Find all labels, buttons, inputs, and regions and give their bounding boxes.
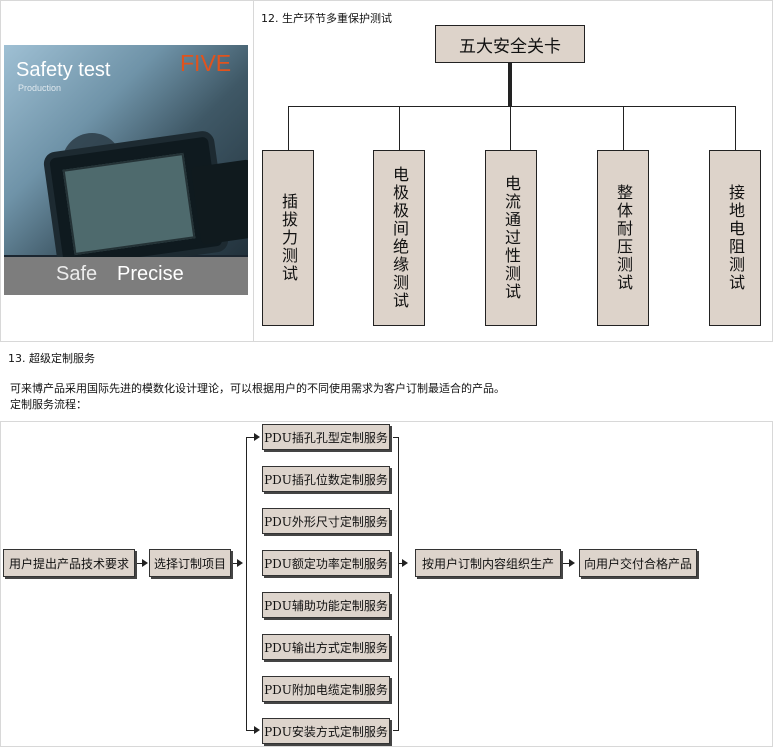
service-socket-count: PDU插孔位数定制服务 <box>262 466 390 492</box>
service-output-method: PDU输出方式定制服务 <box>262 634 390 660</box>
branch-bar <box>288 106 736 107</box>
arrow-line-4 <box>563 563 571 564</box>
section-13-intro: 可来博产品采用国际先进的模数化设计理论，可以根据用户的不同使用需求为客户订制最适… <box>10 382 505 395</box>
branch-5 <box>735 106 736 150</box>
service-dimensions: PDU外形尺寸定制服务 <box>262 508 390 534</box>
service-rated-power: PDU额定功率定制服务 <box>262 550 390 576</box>
section-13-heading: 13. 超级定制服务 <box>8 352 95 365</box>
diagram-root-node: 五大安全关卡 <box>435 25 585 63</box>
branch-1 <box>288 106 289 150</box>
arrow-head-1 <box>142 559 148 567</box>
arrow-head-3 <box>402 559 408 567</box>
flow-step-delivery: 向用户交付合格产品 <box>579 549 697 577</box>
left-bracket-top-arrow <box>254 433 260 441</box>
monitor-screen <box>62 152 196 256</box>
arrow-line-3 <box>399 563 403 564</box>
right-bracket-spine <box>398 437 399 731</box>
branch-4 <box>623 106 624 150</box>
second-monitor-shape <box>190 159 248 245</box>
service-socket-type: PDU插孔孔型定制服务 <box>262 424 390 450</box>
banner-safe-text: Safe <box>56 263 98 285</box>
section-13-flow-label: 定制服务流程： <box>10 398 87 411</box>
service-mounting: PDU安装方式定制服务 <box>262 718 390 744</box>
test-node-5: 接地电阻测试 <box>709 150 761 326</box>
branch-2 <box>399 106 400 150</box>
flow-step-select-items: 选择订制项目 <box>149 549 231 577</box>
banner-image: Safety test Production FIVE Safe Precise <box>4 45 248 295</box>
diagram-frame <box>253 0 773 342</box>
test-node-4: 整体耐压测试 <box>597 150 649 326</box>
service-extra-cable: PDU附加电缆定制服务 <box>262 676 390 702</box>
banner-brand: FIVE <box>180 50 232 76</box>
arrow-line-2 <box>233 563 239 564</box>
arrow-head-4 <box>569 559 575 567</box>
banner-title: Safety test <box>16 59 111 81</box>
root-stem <box>508 63 512 107</box>
left-bracket-bottom-arrow <box>254 726 260 734</box>
test-node-3: 电流通过性测试 <box>485 150 537 326</box>
section-12-heading: 12. 生产环节多重保护测试 <box>261 12 392 25</box>
flow-step-requirements: 用户提出产品技术要求 <box>3 549 135 577</box>
left-bracket-spine <box>246 437 247 731</box>
test-node-1: 插拔力测试 <box>262 150 314 326</box>
flow-step-production: 按用户订制内容组织生产 <box>415 549 561 577</box>
arrow-line-1 <box>137 563 145 564</box>
left-bracket-bottom <box>246 730 256 731</box>
banner-bar <box>4 257 248 295</box>
banner-subtitle: Production <box>18 83 62 93</box>
flow-frame <box>0 421 773 747</box>
banner-precise-text: Precise <box>117 263 184 285</box>
right-bracket-top <box>393 437 399 438</box>
right-bracket-bottom <box>393 730 399 731</box>
service-aux-functions: PDU辅助功能定制服务 <box>262 592 390 618</box>
arrow-head-2 <box>237 559 243 567</box>
test-node-2: 电极极间绝缘测试 <box>373 150 425 326</box>
branch-3 <box>510 106 511 150</box>
left-bracket-top <box>246 437 256 438</box>
